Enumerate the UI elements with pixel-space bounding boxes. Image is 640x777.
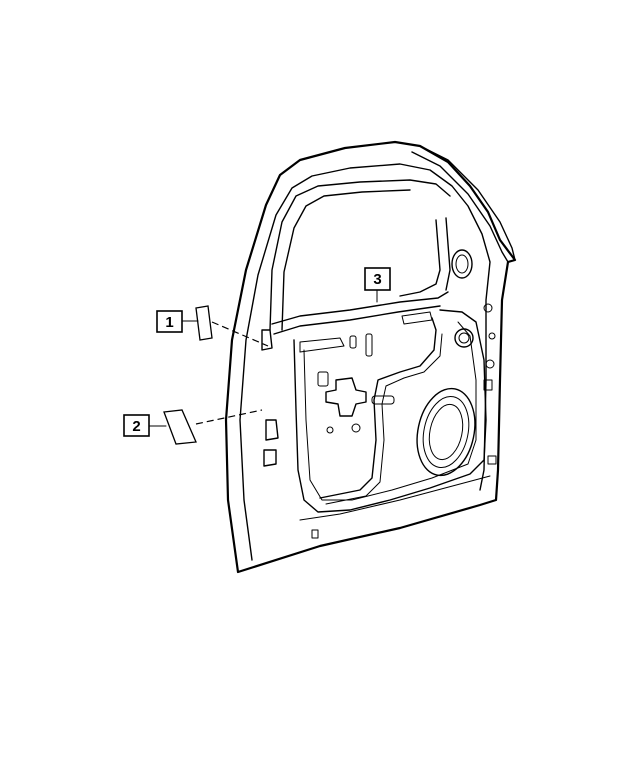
callout-2-label: 2 [132, 418, 140, 435]
callout-2-box [123, 414, 150, 437]
callout-3-box [364, 267, 391, 291]
part-1-seal [195, 305, 269, 347]
callout-1-box [156, 310, 183, 333]
door-shell [224, 140, 517, 574]
callout-3-label: 3 [373, 271, 381, 288]
callout-2: 2 [123, 414, 150, 437]
callout-3: 3 [364, 267, 391, 291]
part-2-seal [163, 409, 263, 445]
callout-1: 1 [156, 310, 183, 333]
callout-1-label: 1 [165, 314, 173, 331]
leader-lines [148, 289, 378, 427]
